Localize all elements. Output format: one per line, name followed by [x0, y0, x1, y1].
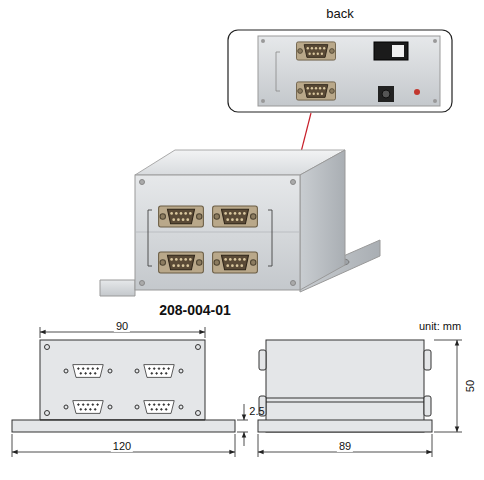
- inset-heading: back: [228, 6, 452, 21]
- dimension-label: 89: [337, 440, 353, 452]
- dimension-label: 50: [464, 378, 476, 394]
- dimension-label: 90: [114, 320, 130, 332]
- inset-panel: back: [228, 6, 452, 112]
- dimension-label: 120: [111, 440, 133, 452]
- front-view: [12, 340, 235, 432]
- unit-note: unit: mm: [419, 320, 461, 332]
- back-inset: [228, 30, 452, 112]
- dimension-lines: [12, 327, 462, 457]
- dimension-label: 2.5: [249, 405, 264, 417]
- model-number: 208-004-01: [159, 303, 231, 318]
- interface-box-photo: [100, 150, 380, 296]
- side-view: [258, 340, 432, 432]
